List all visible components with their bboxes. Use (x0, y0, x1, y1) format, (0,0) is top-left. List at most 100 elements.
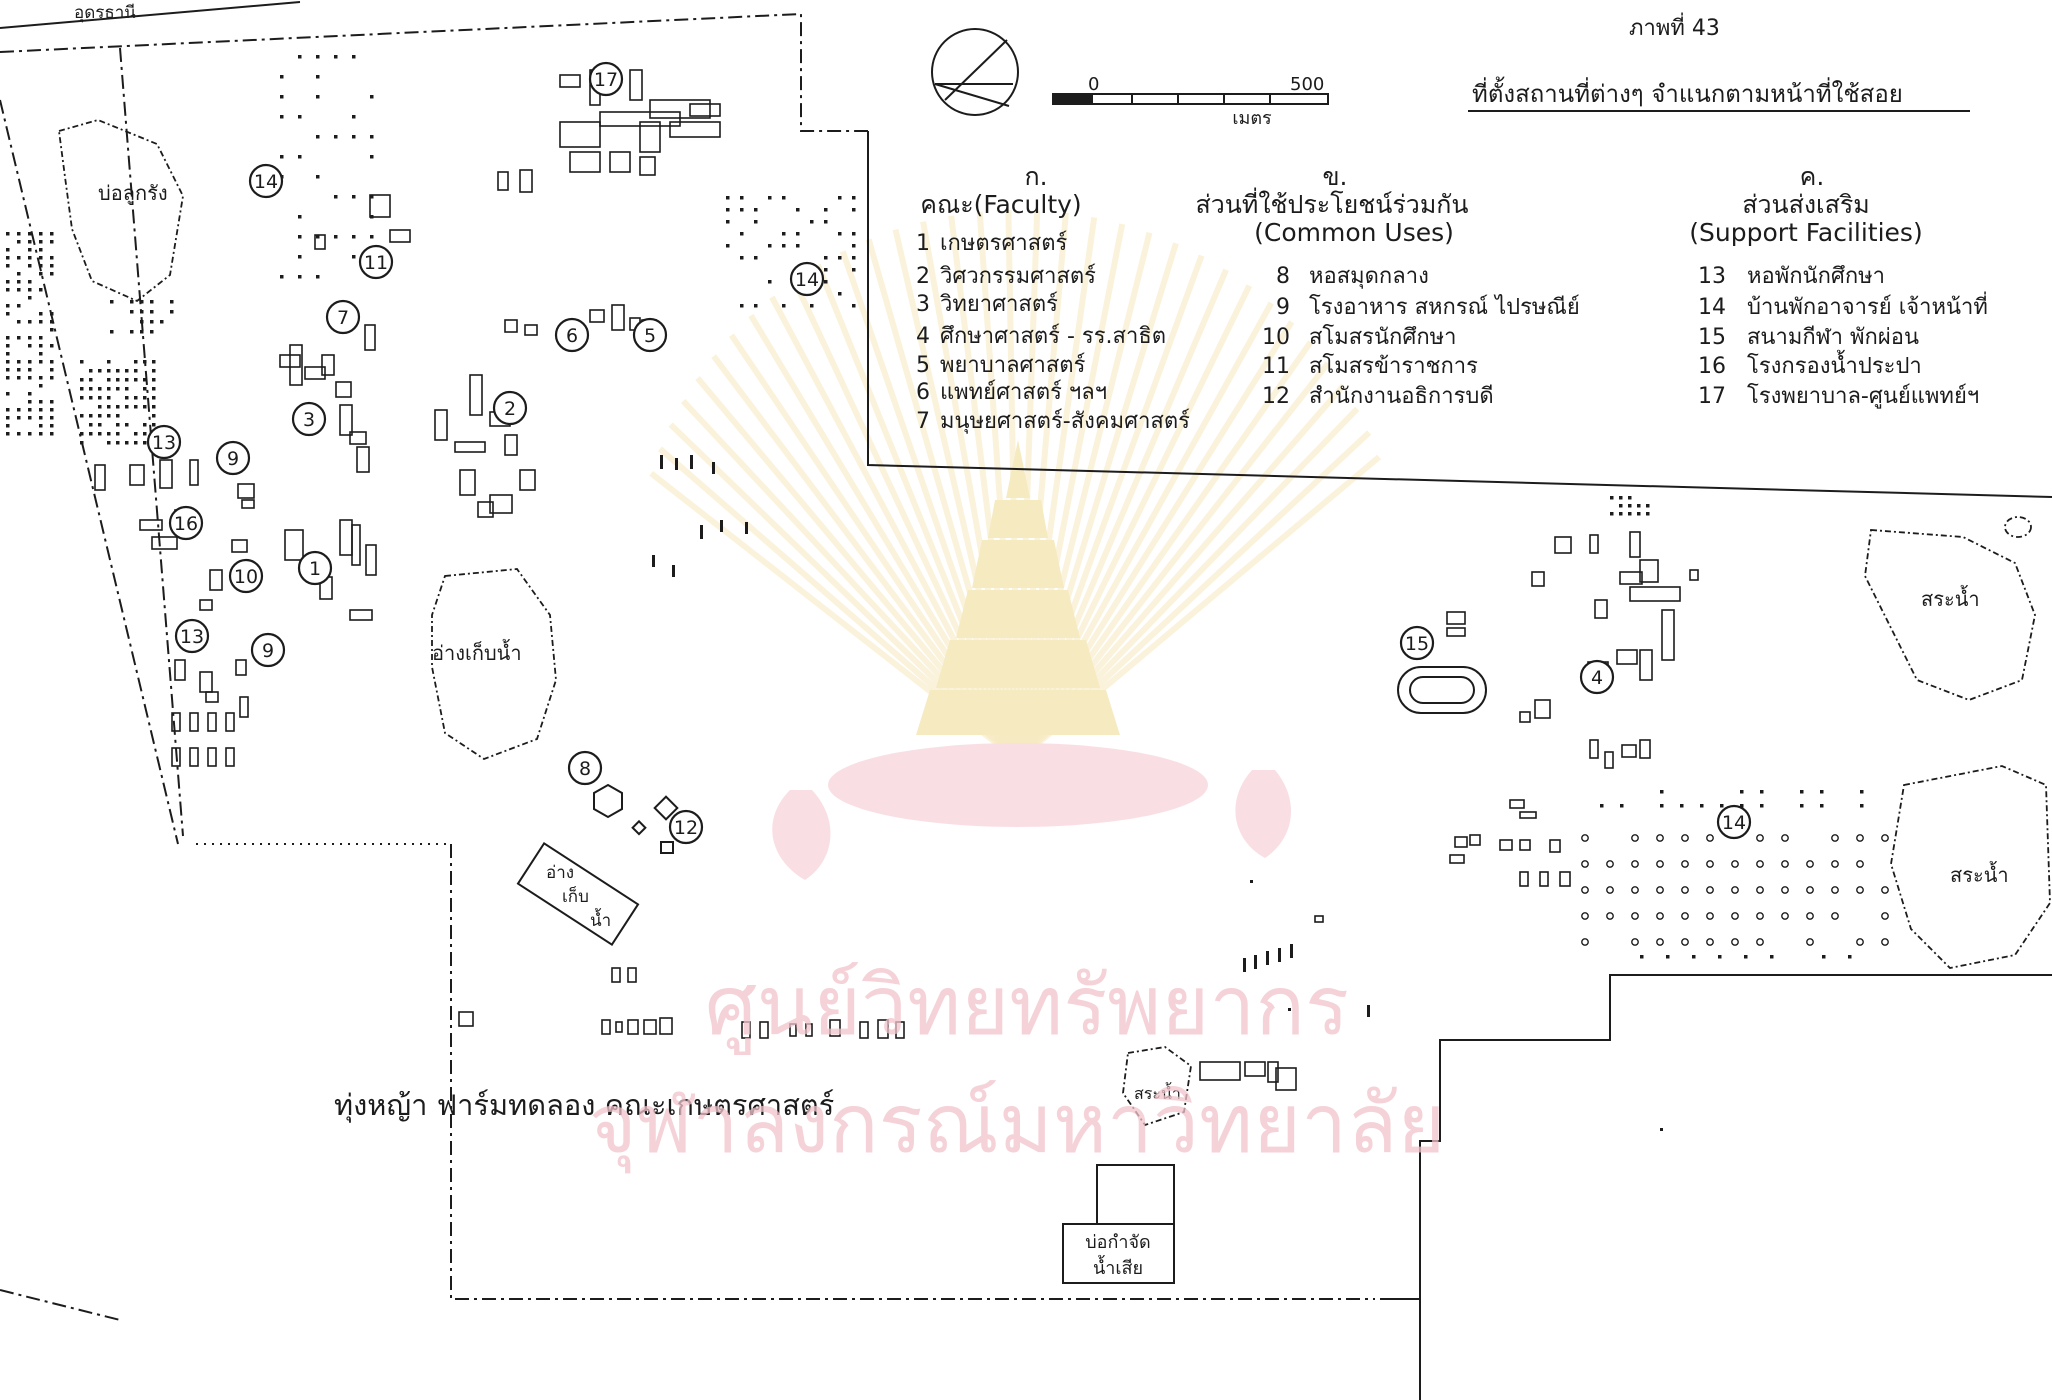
building-footprint (1549, 839, 1561, 853)
building-dot (170, 310, 174, 314)
wastewater-upper-box (1096, 1164, 1175, 1225)
building-dot (116, 423, 120, 427)
building-footprint (895, 1021, 905, 1039)
building-footprint (589, 309, 605, 323)
building-dot (17, 240, 21, 244)
building-dot (50, 408, 54, 412)
reservoir-outline (431, 568, 557, 761)
building-footprint (601, 1019, 611, 1035)
building-dot (6, 288, 10, 292)
building-dot (143, 423, 147, 427)
building-footprint (829, 1019, 841, 1037)
pond-small-outline (1122, 1046, 1192, 1127)
building-dot (130, 310, 134, 314)
building-dot (1660, 804, 1664, 808)
building-dot (150, 320, 154, 324)
building-ring (1681, 938, 1689, 946)
building-footprint (1446, 611, 1466, 625)
building-dot (28, 408, 32, 412)
building-dot (134, 378, 138, 382)
building-dot (28, 336, 32, 340)
building-dot (6, 264, 10, 268)
building-dot (125, 378, 129, 382)
building-dot (1646, 504, 1650, 508)
building-dot (143, 441, 147, 445)
building-footprint (199, 671, 213, 693)
legend-number: 5 (916, 353, 930, 378)
svg-text:17: 17 (594, 69, 618, 91)
building-dot (280, 115, 284, 119)
building-footprint (454, 441, 486, 453)
building-ring (1806, 886, 1814, 894)
legend-number: 7 (916, 409, 930, 434)
building-footprint (615, 1021, 623, 1033)
map-marker: 9 (215, 440, 251, 476)
campus-boundary-west (0, 99, 179, 845)
building-footprint (477, 501, 494, 518)
scale-bar: 0 500 เมตร (1052, 74, 1329, 129)
building-footprint (139, 519, 163, 531)
building-footprint (434, 409, 448, 441)
campus-boundary-north (0, 12, 868, 132)
building-dot (334, 55, 338, 59)
building-dot (140, 300, 144, 304)
building-dot (125, 423, 129, 427)
building-dot (298, 235, 302, 239)
building-footprint (569, 151, 601, 173)
site-mark (675, 458, 678, 470)
building-dot (1610, 512, 1614, 516)
building-dot (116, 369, 120, 373)
building-footprint (489, 494, 513, 514)
building-dot (28, 376, 32, 380)
building-footprint (199, 599, 213, 611)
building-dot (116, 405, 120, 409)
map-marker: 15 (1399, 625, 1435, 661)
building-footprint (209, 569, 223, 591)
building-dot (1800, 804, 1804, 808)
building-dot (39, 320, 43, 324)
site-mark (1660, 1128, 1663, 1131)
legend-label: โรงอาหาร สหกรณ์ ไปรษณีย์ (1309, 294, 1580, 320)
map-marker: 10 (228, 558, 264, 594)
legend-label: สโมสรข้าราชการ (1309, 353, 1478, 379)
legend-support-letter: ค. (1800, 162, 1825, 191)
building-dot (50, 272, 54, 276)
building-dot (80, 414, 84, 418)
building-dot (782, 304, 786, 308)
svg-text:1: 1 (309, 558, 321, 580)
legend-number: 10 (1262, 325, 1290, 350)
building-dot (107, 441, 111, 445)
building-dot (39, 352, 43, 356)
building-dot (107, 414, 111, 418)
site-mark (712, 462, 715, 474)
building-dot (150, 310, 154, 314)
building-dot (334, 195, 338, 199)
legend-faculty-letter: ก. (1024, 162, 1047, 191)
site-mark (1250, 880, 1253, 883)
building-dot (768, 280, 772, 284)
building-dot (824, 208, 828, 212)
building-dot (50, 344, 54, 348)
building-ring (1806, 938, 1814, 946)
building-dot (352, 135, 356, 139)
building-dot (116, 441, 120, 445)
building-ring (1731, 860, 1739, 868)
building-footprint (643, 1019, 657, 1035)
legend-support-heading: ส่วนส่งเสริม (1742, 190, 1870, 219)
legend-number: 15 (1698, 325, 1726, 350)
building-footprint (225, 747, 235, 767)
building-dot (370, 215, 374, 219)
legend-common-letter: ข. (1322, 162, 1347, 191)
building-footprint (207, 712, 217, 732)
site-mark (745, 522, 748, 534)
building-dot (116, 387, 120, 391)
building-dot (28, 288, 32, 292)
building-ring (1606, 860, 1614, 868)
building-dot (50, 424, 54, 428)
building-dot (17, 416, 21, 420)
legend-common-subheading: (Common Uses) (1254, 218, 1454, 247)
building-dot (39, 272, 43, 276)
library-building (593, 783, 623, 819)
building-footprint (1629, 531, 1641, 558)
building-dot (1692, 955, 1696, 959)
